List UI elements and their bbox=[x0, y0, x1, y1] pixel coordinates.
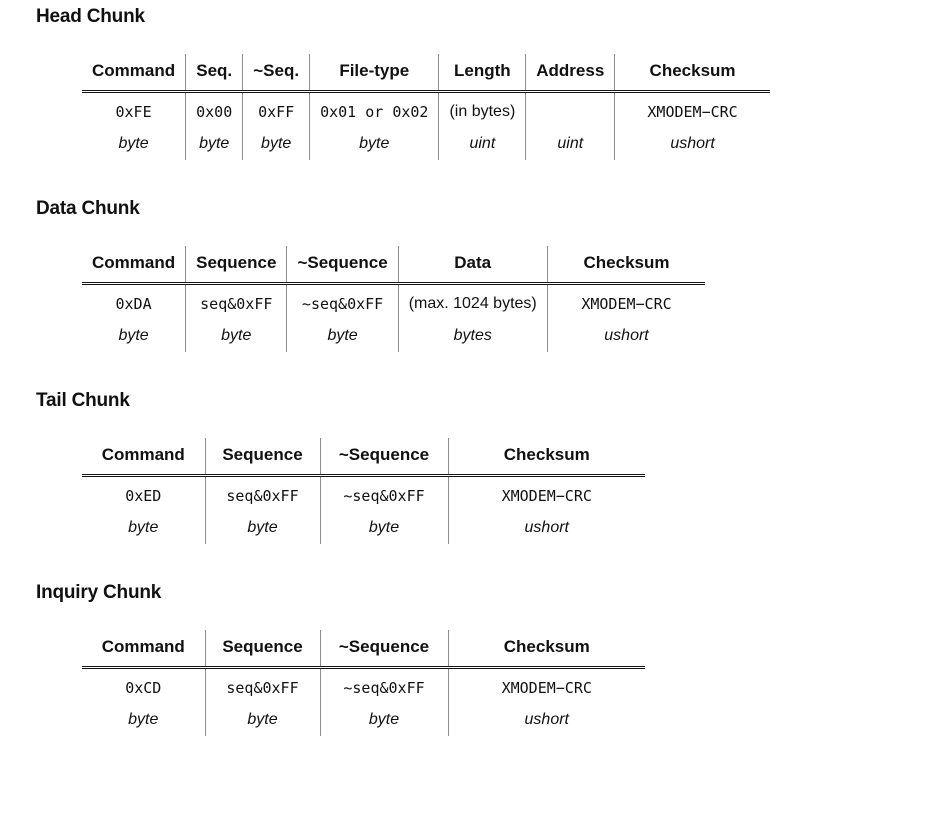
field-type-cell: byte bbox=[204, 512, 320, 544]
field-type-cell: byte bbox=[309, 128, 439, 160]
column-header: Data bbox=[397, 246, 548, 284]
field-type-cell: byte bbox=[242, 128, 310, 160]
column-header: Command bbox=[92, 61, 176, 80]
field-type-cell: byte bbox=[128, 519, 159, 536]
column-header: Command bbox=[101, 637, 185, 656]
section-title: Tail Chunk bbox=[36, 390, 130, 411]
table-row: 0xDA seq&0xFF~seq&0xFF(max. 1024 bytes)XM… bbox=[82, 283, 706, 320]
field-value-cell: ~seq&0xFF bbox=[319, 475, 448, 512]
section-title: Inquiry Chunk bbox=[36, 582, 162, 603]
field-value-cell: 0xCD bbox=[125, 679, 162, 697]
field-type-cell: ushort bbox=[447, 704, 645, 736]
column-header: Checksum bbox=[614, 54, 770, 92]
column-header: Checksum bbox=[447, 438, 645, 476]
field-type-cell: byte bbox=[185, 128, 243, 160]
field-type-cell: byte bbox=[128, 711, 159, 728]
field-value-cell: 0xDA bbox=[115, 295, 152, 313]
section-title: Head Chunk bbox=[36, 6, 145, 27]
field-value-cell: 0x00 bbox=[185, 91, 243, 128]
field-type-cell: byte bbox=[286, 320, 399, 352]
column-header: Checksum bbox=[546, 246, 706, 284]
column-header: ~Sequence bbox=[319, 630, 448, 668]
column-header: Command bbox=[101, 445, 185, 464]
column-header: Sequence bbox=[204, 630, 320, 668]
column-header: File-type bbox=[309, 54, 439, 92]
field-type-cell: uint bbox=[438, 128, 526, 160]
field-value-cell: seq&0xFF bbox=[185, 283, 287, 320]
column-header: Checksum bbox=[447, 630, 645, 668]
field-type-cell: byte bbox=[319, 512, 448, 544]
column-header: Sequence bbox=[204, 438, 320, 476]
column-header: ~Sequence bbox=[319, 438, 448, 476]
section-title: Data Chunk bbox=[36, 198, 140, 219]
field-value-cell: seq&0xFF bbox=[204, 475, 320, 512]
column-header: Address bbox=[525, 54, 615, 92]
field-type-cell: byte bbox=[204, 704, 320, 736]
field-value-cell bbox=[525, 91, 615, 128]
field-type-cell: bytes bbox=[397, 320, 548, 352]
column-header: Seq. bbox=[185, 54, 243, 92]
field-value-cell: 0xFF bbox=[242, 91, 310, 128]
field-value-cell: (in bytes) bbox=[438, 91, 526, 128]
field-type-cell: ushort bbox=[614, 128, 770, 160]
field-value-cell: 0x01 or 0x02 bbox=[309, 91, 439, 128]
field-value-cell: XMODEM−CRC bbox=[447, 667, 645, 704]
field-type-cell: byte bbox=[319, 704, 448, 736]
field-value-cell: XMODEM−CRC bbox=[447, 475, 645, 512]
column-header: ~Seq. bbox=[242, 54, 310, 92]
field-type-cell: byte bbox=[185, 320, 287, 352]
field-value-cell: seq&0xFF bbox=[204, 667, 320, 704]
field-value-cell: ~seq&0xFF bbox=[286, 283, 399, 320]
field-type-cell: uint bbox=[525, 128, 615, 160]
field-value-cell: 0xED bbox=[125, 487, 162, 505]
field-value-cell: XMODEM−CRC bbox=[614, 91, 770, 128]
field-type-cell: byte bbox=[118, 135, 149, 152]
field-value-cell: ~seq&0xFF bbox=[319, 667, 448, 704]
field-type-cell: ushort bbox=[546, 320, 706, 352]
field-value-cell: 0xFE bbox=[115, 103, 152, 121]
column-header: ~Sequence bbox=[286, 246, 399, 284]
field-type-cell: byte bbox=[118, 327, 149, 344]
field-type-cell: ushort bbox=[447, 512, 645, 544]
column-header: Command bbox=[92, 253, 176, 272]
column-header: Sequence bbox=[185, 246, 287, 284]
field-value-cell: (max. 1024 bytes) bbox=[397, 283, 548, 320]
column-header: Length bbox=[438, 54, 526, 92]
field-value-cell: XMODEM−CRC bbox=[546, 283, 706, 320]
